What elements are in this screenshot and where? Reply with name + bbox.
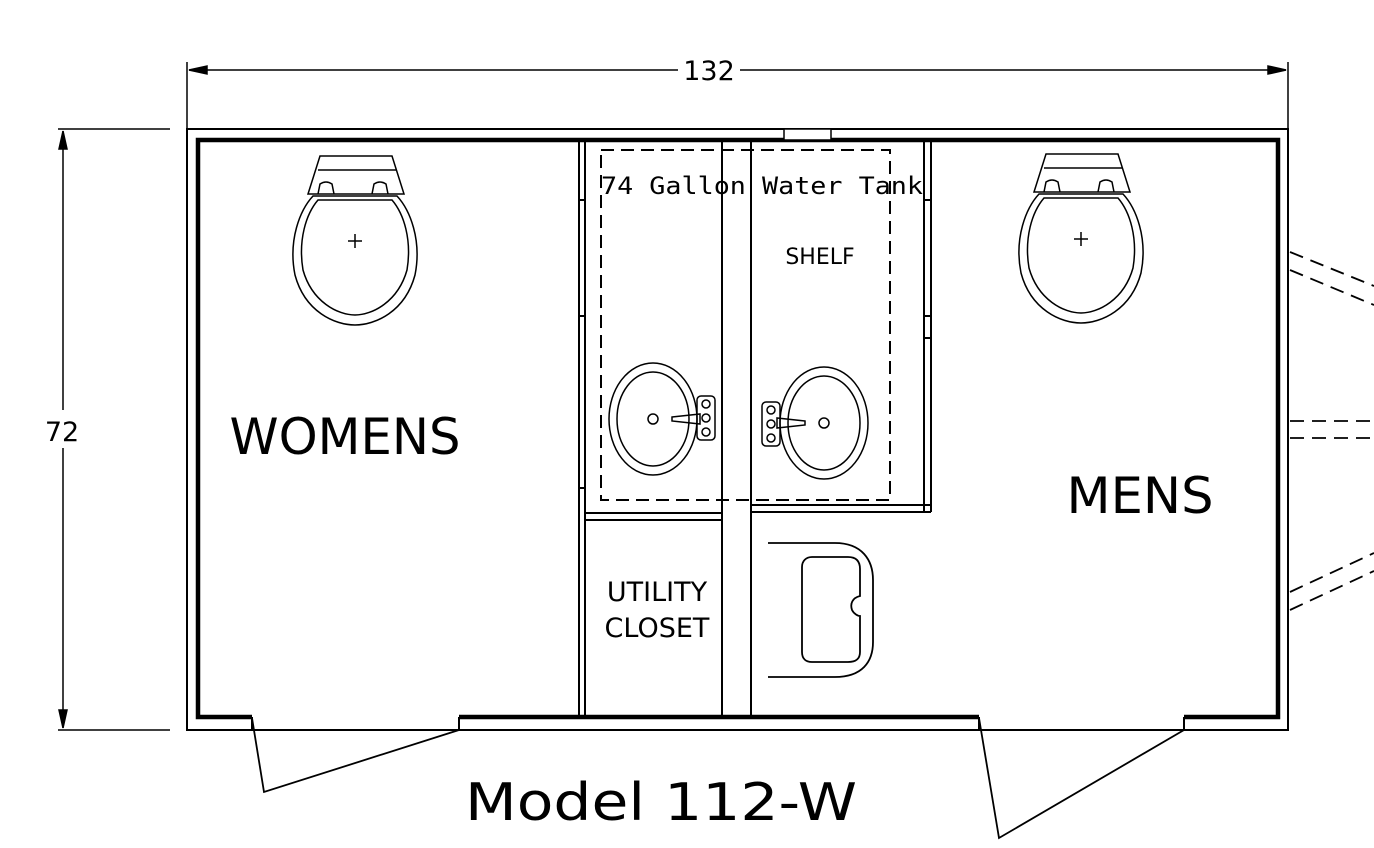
- outer-walls: [186, 128, 1289, 731]
- interior-partitions: [578, 140, 932, 717]
- womens-toilet-icon: [292, 155, 418, 326]
- mens-door: [978, 717, 1185, 840]
- height-dimension-label: 72: [45, 417, 79, 448]
- height-arrow-top: [58, 130, 68, 150]
- height-dimension: [58, 128, 170, 731]
- width-arrow-left: [188, 65, 208, 75]
- mens-toilet-icon: [1018, 153, 1144, 324]
- roof-vent: [783, 128, 832, 141]
- outer-wall-exterior: [186, 128, 1289, 731]
- height-arrow-bottom: [58, 709, 68, 729]
- utility-closet-label-line1: UTILITY: [607, 577, 708, 608]
- width-arrow-right: [1267, 65, 1287, 75]
- model-caption: Model 112-W: [465, 773, 857, 833]
- width-dimension: [186, 62, 1289, 130]
- womens-door: [251, 717, 460, 794]
- mens-room-label: MENS: [1067, 467, 1214, 525]
- inner-wall-main: [195, 137, 1281, 720]
- utility-closet-label-line2: CLOSET: [605, 613, 710, 644]
- womens-room-label: WOMENS: [230, 408, 461, 466]
- womens-sink-icon: [608, 362, 716, 476]
- water-tank-outline: [600, 149, 891, 501]
- water-tank-label: 74 Gallon Water Tank: [601, 172, 924, 200]
- exterior-dashed-features: [1289, 251, 1374, 611]
- mens-sink-icon: [761, 366, 869, 480]
- urinal-icon: [768, 542, 874, 678]
- shelf-label: SHELF: [785, 245, 854, 270]
- width-dimension-label: 132: [683, 56, 735, 87]
